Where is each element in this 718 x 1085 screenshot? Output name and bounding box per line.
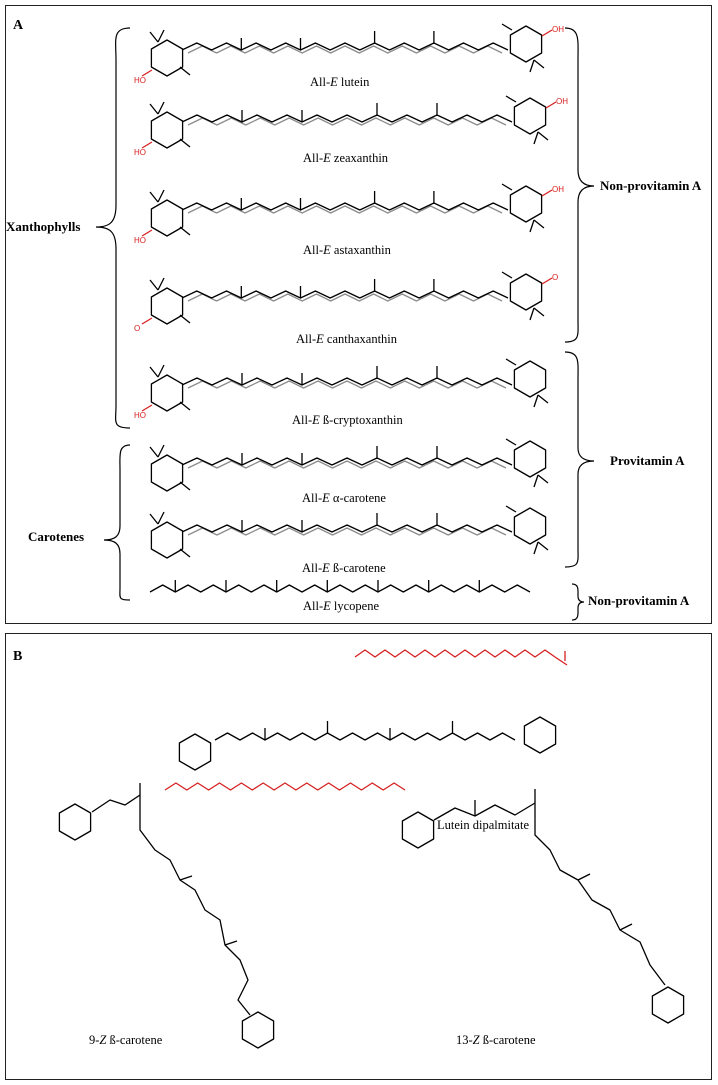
- carotenes-label: Carotenes: [28, 529, 84, 544]
- panel-a-letter: A: [13, 18, 24, 33]
- svg-text:OH: OH: [552, 25, 564, 34]
- astaxanthin-label: All-E astaxanthin: [303, 243, 392, 257]
- alpha-carotene-label: All-E α-carotene: [302, 491, 386, 505]
- non-provitamin-a-label-1: Non-provitamin A: [600, 178, 702, 193]
- lutein-label: All-E lutein: [310, 75, 370, 89]
- canthaxanthin-label: All-E canthaxanthin: [296, 332, 398, 346]
- nine-z-beta-carotene-label: 9-Z ß-carotene: [89, 1033, 163, 1047]
- carotenes-brace: [103, 444, 131, 601]
- beta-carotene-label: All-E ß-carotene: [302, 561, 386, 575]
- lutein-dipalmitate-structure: [164, 649, 568, 791]
- zeaxanthin-label: All-E zeaxanthin: [303, 151, 389, 165]
- beta-carotene-structure: [149, 505, 549, 559]
- provitamin-a-label: Provitamin A: [610, 453, 685, 468]
- svg-text:HO: HO: [134, 76, 146, 85]
- panel-b: [5, 633, 712, 1080]
- nine-z-beta-carotene-structure: [58, 783, 275, 1049]
- svg-text:HO: HO: [134, 411, 146, 420]
- cryptoxanthin-structure: HO: [134, 358, 549, 420]
- lutein-dipalmitate-label: Lutein dipalmitate: [437, 818, 529, 832]
- svg-text:HO: HO: [134, 148, 146, 157]
- xanthophylls-brace: [95, 27, 131, 429]
- thirteen-z-beta-carotene-label: 13-Z ß-carotene: [456, 1033, 536, 1047]
- svg-text:O: O: [552, 273, 558, 282]
- molecule-labels-panel-a: All-E lutein All-E zeaxanthin All-E asta…: [292, 75, 403, 613]
- non-provitamin-a-brace-2: [571, 583, 585, 621]
- alpha-carotene-structure: [149, 438, 549, 492]
- cryptoxanthin-label: All-E ß-cryptoxanthin: [292, 413, 403, 427]
- svg-text:O: O: [134, 324, 140, 333]
- canthaxanthin-structure: OO: [134, 271, 558, 333]
- lycopene-label: All-E lycopene: [303, 599, 379, 613]
- svg-text:HO: HO: [134, 236, 146, 245]
- zeaxanthin-structure: HO OH: [134, 95, 568, 157]
- molecule-labels-panel-b: Lutein dipalmitate 9-Z ß-carotene 13-Z ß…: [89, 818, 536, 1047]
- svg-text:OH: OH: [552, 185, 564, 194]
- svg-text:OH: OH: [556, 97, 568, 106]
- non-provitamin-a-brace-1: [564, 27, 595, 343]
- astaxanthin-structure: HO OH: [134, 183, 564, 245]
- non-provitamin-a-label-2: Non-provitamin A: [588, 593, 690, 608]
- lycopene-structure: [149, 580, 531, 593]
- panel-a: [5, 5, 712, 624]
- panel-b-letter: B: [13, 649, 22, 664]
- provitamin-a-brace: [564, 351, 595, 568]
- thirteen-z-beta-carotene-structure: [401, 789, 685, 1024]
- xanthophylls-label: Xanthophylls: [6, 219, 80, 234]
- lutein-structure: HO OH: [134, 23, 564, 85]
